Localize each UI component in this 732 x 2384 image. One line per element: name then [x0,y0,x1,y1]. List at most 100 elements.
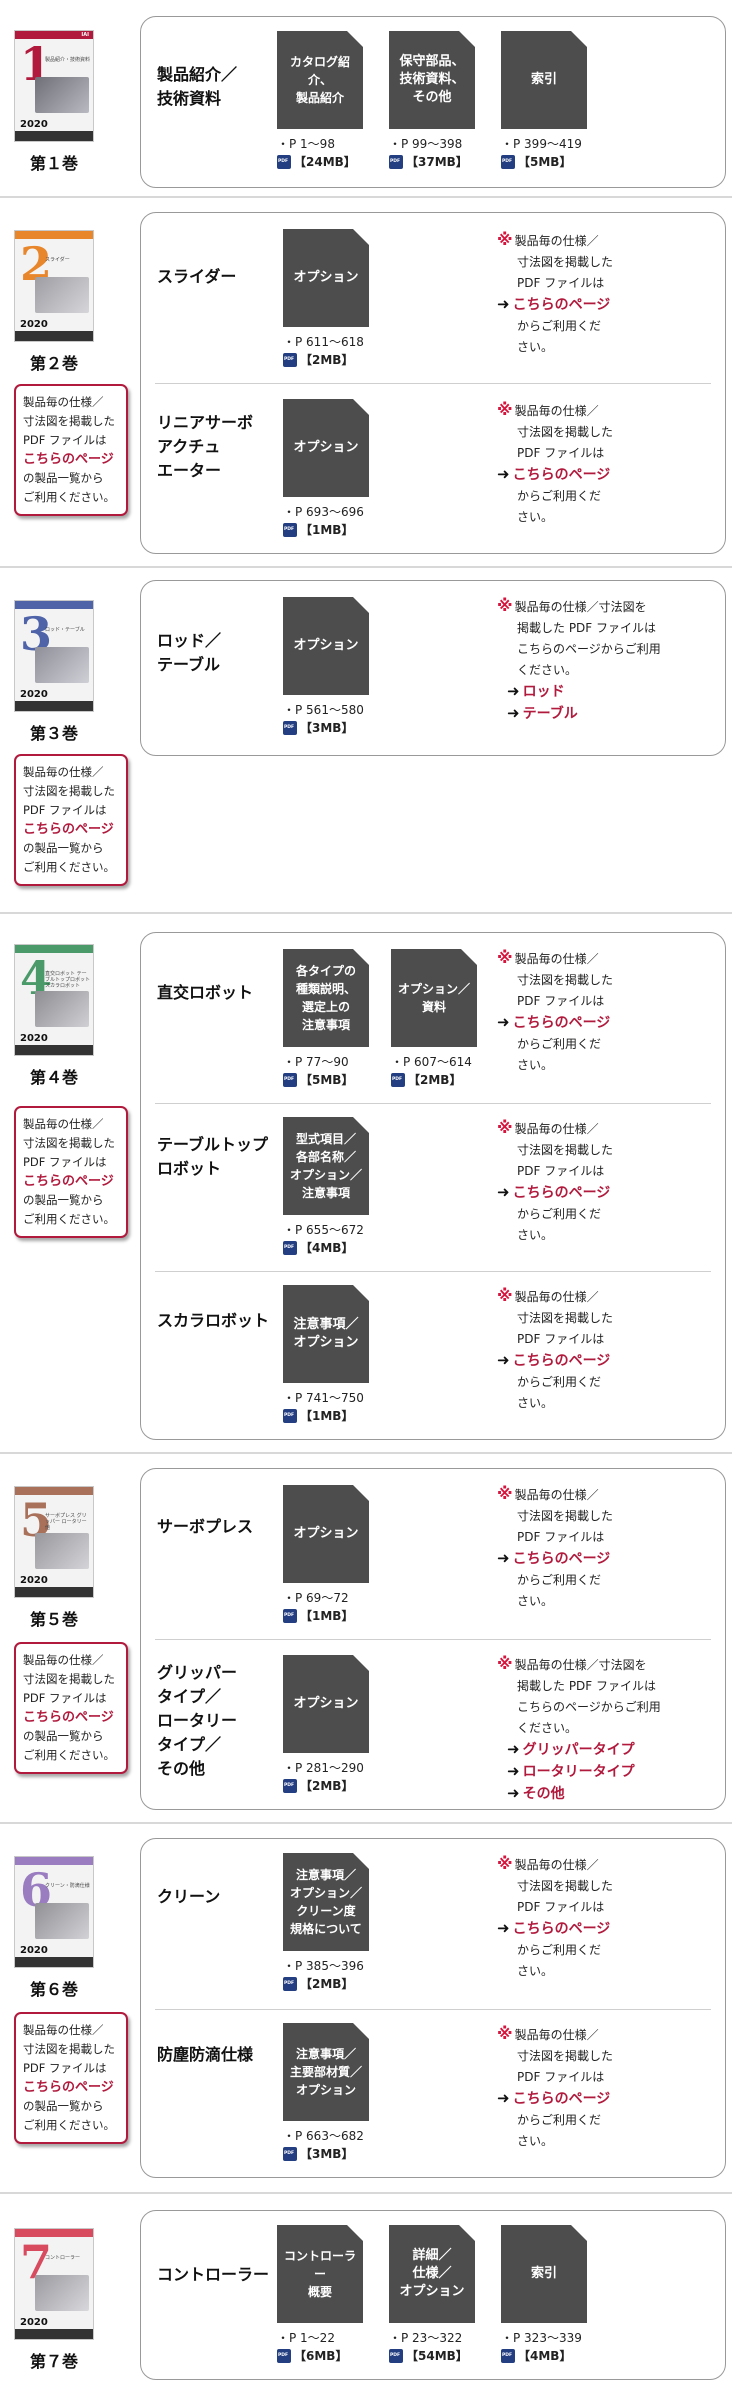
document-icon[interactable]: オプション [283,1655,369,1753]
category-link-rotary[interactable]: ロータリータイプ [522,1764,635,1780]
doc-size[interactable]: 【5MB】 [501,153,587,170]
doc-size[interactable]: 【54MB】 [389,2347,475,2364]
cover-title: スライダー [45,257,70,263]
doc-size[interactable]: 【3MB】 [283,2145,369,2162]
document-icon[interactable]: 型式項目／ 各部名称／ オプション／ 注意事項 [283,1117,369,1215]
doc-size[interactable]: 【37MB】 [389,153,475,170]
doc-link[interactable]: オプション ・P 561～580 【3MB】 [283,597,369,736]
doc-link[interactable]: オプション ・P 611～618 【2MB】 [283,229,369,368]
spec-page-link[interactable]: こちらのページ [512,297,611,313]
doc-link[interactable]: 詳細／ 仕様／ オプション ・P 23～322 【54MB】 [389,2225,475,2364]
note-line: からご利用くだ [517,489,602,503]
doc-pages: ・P 323～339 [501,2331,582,2345]
document-icon[interactable]: 詳細／ 仕様／ オプション [389,2225,475,2323]
doc-link[interactable]: 索引 ・P 399～419 【5MB】 [501,31,587,170]
category-link-gripper[interactable]: グリッパータイプ [522,1742,635,1758]
doc-link[interactable]: カタログ紹介、 製品紹介 ・P 1～98 【24MB】 [277,31,363,170]
doc-link[interactable]: オプション ・P 281～290 【2MB】 [283,1655,369,1794]
doc-size[interactable]: 【24MB】 [277,153,363,170]
doc-link[interactable]: オプション ・P 693～696 【1MB】 [283,399,369,538]
volume-3-cover[interactable]: 3 ロッド・テーブル 2020 [14,600,94,712]
volume-2-cover[interactable]: 2 スライダー 2020 [14,230,94,342]
spec-page-link[interactable]: こちらのページ [512,467,611,483]
doc-link[interactable]: 型式項目／ 各部名称／ オプション／ 注意事項 ・P 655～672 【4MB】 [283,1117,369,1256]
doc-pages: ・P 561～580 [283,703,364,717]
document-icon[interactable]: 索引 [501,2225,587,2323]
note-line: PDF ファイルは [23,2061,107,2075]
row-title: 直交ロボット [157,983,254,1002]
category-link-other[interactable]: その他 [522,1786,565,1802]
note-line: 製品毎の仕様／ [23,765,104,779]
document-icon[interactable]: オプション／ 資料 [391,949,477,1047]
asterisk-icon: ※ [497,948,513,967]
doc-link[interactable]: 注意事項／ 主要部材質／ オプション ・P 663～682 【3MB】 [283,2023,369,2162]
doc-link[interactable]: コントローラー 概要 ・P 1～22 【6MB】 [277,2225,363,2364]
document-icon[interactable]: 注意事項／ 主要部材質／ オプション [283,2023,369,2121]
doc-link[interactable]: 索引 ・P 323～339 【4MB】 [501,2225,587,2364]
doc-size[interactable]: 【3MB】 [283,719,369,736]
document-icon[interactable]: オプション [283,597,369,695]
spec-page-link[interactable]: こちらのページ [512,1015,611,1031]
doc-link[interactable]: オプション／ 資料 ・P 607～614 【2MB】 [391,949,477,1088]
doc-link[interactable]: 注意事項／ オプション／ クリーン度 規格について ・P 385～396 【2M… [283,1853,369,1992]
category-link-table[interactable]: テーブル [522,706,578,722]
volume-2-label: 第２巻 [29,354,78,373]
doc-size[interactable]: 【1MB】 [283,1407,369,1424]
doc-size[interactable]: 【4MB】 [501,2347,587,2364]
spec-page-link[interactable]: こちらのページ [512,1185,611,1201]
volume-1-cover[interactable]: IAI 1 製品紹介・技術資料 2020 [14,30,94,142]
spec-page-link[interactable]: こちらのページ [512,1551,611,1567]
cover-image [35,277,89,313]
products-page-link[interactable]: こちらのページ [23,452,114,467]
volume-2-panel: スライダー オプション ・P 611～618 【2MB】 ※製品毎の仕様／ 寸法… [140,212,726,554]
pdf-icon [283,720,297,735]
document-icon[interactable]: 各タイプの 種類説明、 選定上の 注意事項 [283,949,369,1047]
document-icon[interactable]: オプション [283,229,369,327]
products-page-link[interactable]: こちらのページ [23,822,114,837]
volume-6-cover[interactable]: 6 クリーン・防滴仕様 2020 [14,1856,94,1968]
note-line: さい。 [517,1964,554,1978]
products-page-link[interactable]: こちらのページ [23,1710,114,1725]
doc-link[interactable]: 各タイプの 種類説明、 選定上の 注意事項 ・P 77～90 【5MB】 [283,949,369,1088]
doc-size[interactable]: 【1MB】 [283,1607,369,1624]
doc-pages: ・P 281～290 [283,1761,364,1775]
category-link-rod[interactable]: ロッド [522,684,565,700]
spec-link-note: ※製品毎の仕様／寸法図を 掲載した PDF ファイルは こちらのページからご利用… [497,1653,713,1805]
document-icon[interactable]: 保守部品、 技術資料、 その他 [389,31,475,129]
spec-page-link[interactable]: こちらのページ [512,2091,611,2107]
doc-pages: ・P 99～398 [389,137,463,151]
doc-size[interactable]: 【6MB】 [277,2347,363,2364]
document-icon[interactable]: オプション [283,1485,369,1583]
note-line: PDF ファイルは [517,1900,605,1914]
document-icon[interactable]: コントローラー 概要 [277,2225,363,2323]
document-icon[interactable]: オプション [283,399,369,497]
doc-size[interactable]: 【2MB】 [283,1975,369,1992]
doc-size[interactable]: 【2MB】 [283,351,369,368]
products-page-link[interactable]: こちらのページ [23,2080,114,2095]
spec-link-note: ※製品毎の仕様／ 寸法図を掲載した PDF ファイルは ➜こちらのページ からご… [497,1285,713,1414]
document-icon[interactable]: 注意事項／ オプション [283,1285,369,1383]
doc-size[interactable]: 【5MB】 [283,1071,369,1088]
doc-link[interactable]: 注意事項／ オプション ・P 741～750 【1MB】 [283,1285,369,1424]
products-page-link[interactable]: こちらのページ [23,1174,114,1189]
doc-size[interactable]: 【2MB】 [283,1777,369,1794]
arrow-right-icon: ➜ [497,1549,510,1567]
pdf-icon [501,154,515,169]
document-icon[interactable]: 索引 [501,31,587,129]
document-icon[interactable]: カタログ紹介、 製品紹介 [277,31,363,129]
note-line: の製品一覧から [23,1193,104,1207]
doc-size[interactable]: 【4MB】 [283,1239,369,1256]
document-icon[interactable]: 注意事項／ オプション／ クリーン度 規格について [283,1853,369,1951]
spec-page-link[interactable]: こちらのページ [512,1353,611,1369]
note-line: 掲載した PDF ファイルは [517,621,657,635]
doc-link[interactable]: オプション ・P 69～72 【1MB】 [283,1485,369,1624]
volume-5-cover[interactable]: 5 サーボプレス グリッパー ロータリー 他 2020 [14,1486,94,1598]
pdf-icon [283,1778,297,1793]
doc-link[interactable]: 保守部品、 技術資料、 その他 ・P 99～398 【37MB】 [389,31,475,170]
volume-7-cover[interactable]: 7 コントローラー 2020 [14,2228,94,2340]
doc-size[interactable]: 【2MB】 [391,1071,477,1088]
spec-page-link[interactable]: こちらのページ [512,1921,611,1937]
doc-size[interactable]: 【1MB】 [283,521,369,538]
note-line: ご利用ください。 [23,860,115,874]
volume-4-cover[interactable]: 4 直交ロボット テーブルトップロボット スカラロボット 2020 [14,944,94,1056]
